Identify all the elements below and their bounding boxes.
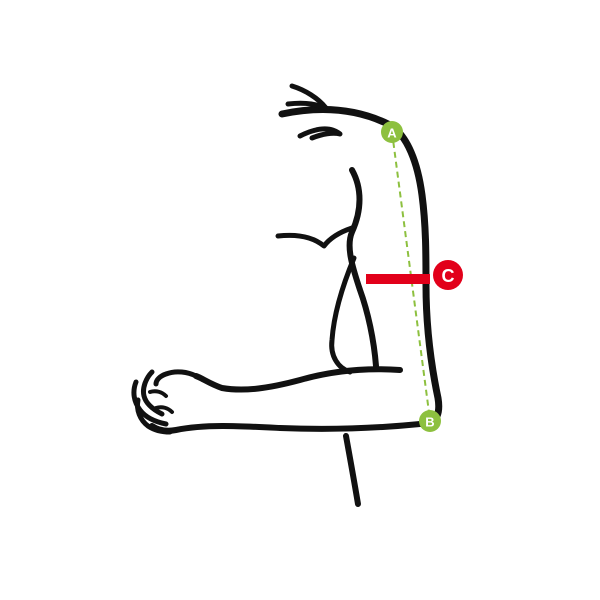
- hand-finger-1: [141, 369, 165, 417]
- collar-line: [285, 100, 333, 113]
- marker-c: C: [433, 260, 463, 290]
- hand-knuckle-2: [154, 405, 174, 414]
- marker-b: B: [419, 410, 441, 432]
- marker-a-label: A: [387, 126, 397, 141]
- armpit-fold: [275, 225, 355, 249]
- marker-a: A: [381, 121, 403, 143]
- marker-b-label: B: [425, 415, 434, 430]
- hand-thumb: [153, 369, 199, 387]
- shoulder-crease: [297, 126, 343, 141]
- biceps-bulge: [329, 255, 357, 375]
- torso-side-line: [343, 433, 361, 507]
- circumference-band: [366, 274, 430, 284]
- shoulder-contour: [278, 105, 443, 426]
- forearm-upper-contour: [193, 366, 403, 393]
- marker-c-label: C: [442, 266, 455, 286]
- hand-knuckle: [148, 389, 168, 398]
- forearm-lower-contour: [149, 421, 423, 434]
- hand-finger-3: [135, 397, 173, 435]
- inner-upper-arm: [346, 167, 379, 369]
